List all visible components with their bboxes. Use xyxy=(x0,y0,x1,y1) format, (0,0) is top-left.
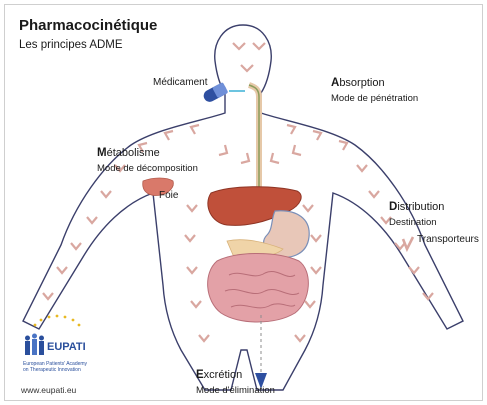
eupati-logo-subtitle: European Patients' Academy on Therapeuti… xyxy=(23,361,87,373)
metabolisme-description: Mode de décomposition xyxy=(97,163,198,174)
absorption-heading: Absorption xyxy=(331,77,385,89)
absorption-description: Mode de pénétration xyxy=(331,93,418,104)
intestine-shape xyxy=(208,254,309,323)
eupati-subtitle-line-2: on Therapeutic Innovation xyxy=(23,367,87,373)
excretion-description: Mode d'élimination xyxy=(196,385,275,396)
transporteurs-label: Transporteurs xyxy=(417,234,479,245)
diagram-frame: Pharmacocinétique Les principes ADME xyxy=(4,4,483,401)
distribution-description: Destination xyxy=(389,217,437,228)
eupati-url: www.eupati.eu xyxy=(21,385,76,395)
foie-label: Foie xyxy=(159,190,178,201)
excretion-heading: Excrétion xyxy=(196,369,242,381)
distribution-heading: Distribution xyxy=(389,201,444,213)
medicament-label: Médicament xyxy=(153,77,207,88)
eupati-logo-name: EUPATI xyxy=(47,341,86,353)
metabolisme-heading: Métabolisme xyxy=(97,147,160,159)
